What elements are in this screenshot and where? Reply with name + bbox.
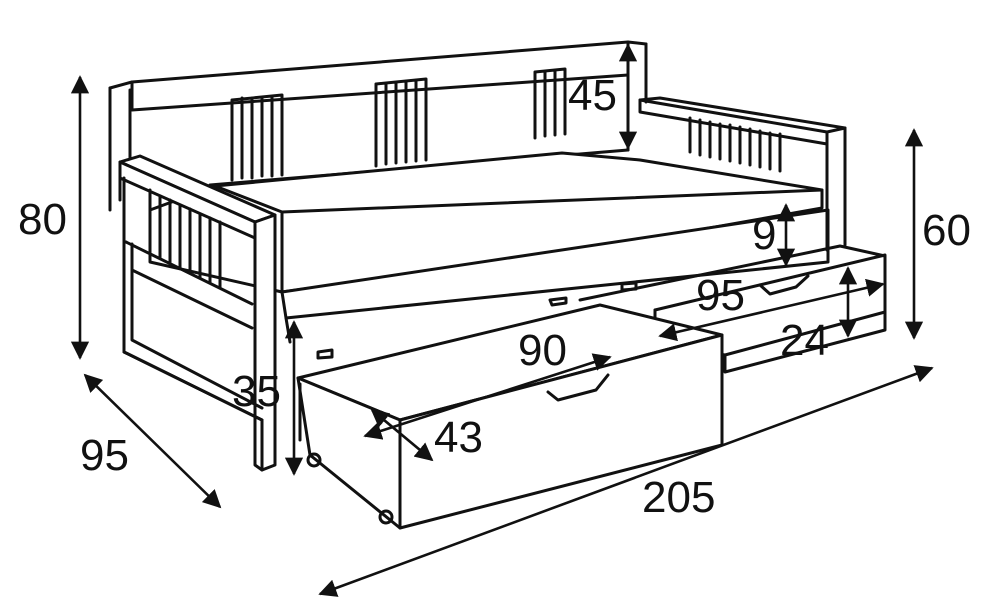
depth-95-line — [83, 373, 222, 509]
large-drawer-width-label: 90 — [518, 326, 567, 375]
dimension-lines — [70, 43, 934, 597]
total-height-label: 80 — [18, 195, 67, 244]
rail-height-label: 9 — [752, 210, 776, 259]
mattress — [148, 151, 824, 294]
large-drawer-depth-label: 43 — [434, 413, 483, 462]
headboard-height-label: 45 — [568, 71, 617, 120]
dimension-labels: 80 95 45 60 9 95 24 90 43 35 205 — [18, 71, 971, 522]
armrest-height-label: 60 — [922, 206, 971, 255]
drawer-clearance-label: 35 — [232, 367, 281, 416]
bed-drawing — [108, 40, 887, 530]
length-205-line — [318, 365, 934, 597]
left-armrest — [118, 154, 277, 472]
headboard-slats — [230, 67, 567, 182]
right-armrest — [638, 96, 847, 252]
small-drawer-height-label: 24 — [780, 316, 829, 365]
small-drawer-width-label: 95 — [696, 271, 745, 320]
depth-label: 95 — [80, 431, 129, 480]
total-length-label: 205 — [642, 473, 715, 522]
